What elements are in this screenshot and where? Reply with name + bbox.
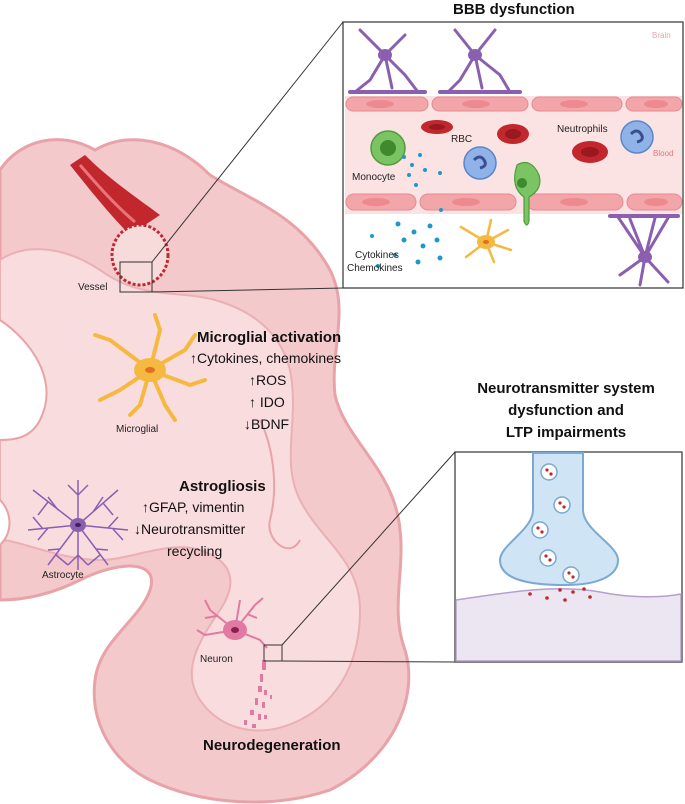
bbb-microglia-cell [459,218,513,264]
cytokines-label: Cytokines [355,250,399,261]
astrocyte-cell [27,480,129,570]
presynaptic-terminal [498,452,620,587]
neurodegeneration-title: Neurodegeneration [203,737,341,754]
axon-fragments [244,660,272,728]
zoom-line-top [151,21,344,263]
neutrophil-cells [463,120,654,180]
red-blood-cells [421,120,608,163]
neurotransmitter-title-line-3: LTP impairments [506,424,626,441]
bbb-astrocyte-bottom-soma [638,251,652,263]
cytokine-dots [370,153,443,268]
microglial-activation-title: Microglial activation [197,329,341,346]
neurotransmitter-title-line-1: Neurotransmitter system [477,380,655,397]
monocyte-label: Monocyte [352,172,396,183]
blood-region-label: Blood [653,149,673,158]
synapse-zoom-line-bottom [281,660,456,663]
vessel-zoom-box [119,261,153,293]
endothelium-bottom [345,193,683,211]
vessel-label: Vessel [78,282,107,293]
synapse-zoom-line-top [281,451,456,646]
sulcus-left [0,319,48,441]
vessel: Vessel [70,155,170,293]
transmigrating-monocyte [514,162,541,226]
bbb-title: BBB dysfunction [453,1,575,18]
endothelium-bottom-nuclei [362,198,668,206]
astrogliosis-line-1: ↑GFAP, vimentin [142,499,244,515]
bbb-astrocytes-top [348,28,522,94]
neurotransmitter-dots [528,468,592,602]
sulcus-small [0,499,11,546]
zoom-line-bottom [151,287,344,293]
synaptic-vesicles [531,463,580,584]
postsynaptic-membrane [455,587,682,662]
astrogliosis-line-3: recycling [167,543,222,559]
astrogliosis-line-2: ↓Neurotransmitter [134,521,246,537]
vessel-body [70,155,160,235]
rbc-label: RBC [451,134,472,145]
bbb-astrocytes-top-soma [378,49,482,61]
endothelium-top-nuclei [366,100,668,108]
microglial-line-4: ↓BDNF [244,416,289,432]
astrogliosis-title: Astrogliosis [179,478,266,495]
microglial-line-3: ↑ IDO [249,394,285,410]
neuron-zoom-box [263,644,283,662]
neutrophils-label: Neutrophils [557,124,608,135]
bbb-panel: BBB dysfunction Brain Blood [342,1,684,289]
sulcus-middle [259,419,301,550]
microglial-line-2: ↑ROS [249,372,286,388]
microglial-line-1: ↑Cytokines, chemokines [190,350,341,366]
vessel-lumen [110,223,170,287]
endothelium-top [345,96,683,112]
microglia-cell [93,313,207,422]
brain-tissue [0,138,411,804]
neuron-label: Neuron [200,654,233,665]
bbb-astrocyte-bottom [608,214,680,287]
monocyte-cell [370,130,406,166]
brain-region-label: Brain [652,31,671,40]
microglial-label: Microglial [116,424,158,435]
neuron-cell [196,597,268,649]
synapse-panel: Neurotransmitter system dysfunction and … [454,380,683,663]
vessel-highlight [78,164,136,224]
neurotransmitter-title-line-2: dysfunction and [508,402,624,419]
astrocyte-label: Astrocyte [42,570,84,581]
brain-inner [0,248,362,732]
chemokines-label: Chemokines [347,263,403,274]
